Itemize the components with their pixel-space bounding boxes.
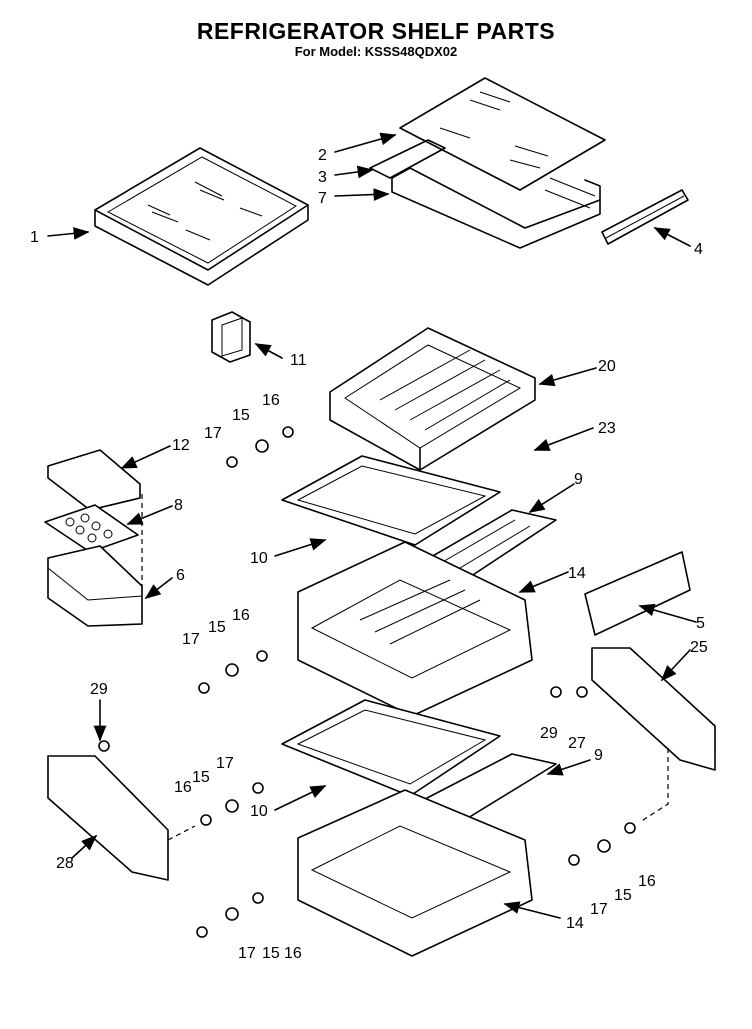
callout-2: 2 (318, 147, 327, 164)
callout-14-upper: 14 (568, 565, 586, 582)
callout-15-e: 15 (262, 945, 280, 962)
hardware-screws (98, 426, 636, 938)
callout-17-c: 17 (216, 755, 234, 772)
callout-15-d: 15 (614, 887, 632, 904)
callout-28: 28 (56, 855, 74, 872)
part-6-dairy-bin (47, 494, 143, 627)
leader-lines (47, 132, 697, 919)
part-1-glass-shelf (94, 147, 309, 286)
part-12-lid (47, 449, 141, 511)
part-14-crisper-lower (297, 789, 533, 957)
part-5-rail (584, 551, 691, 636)
part-14-crisper-upper (297, 541, 533, 717)
callout-16-c: 16 (174, 779, 192, 796)
callout-16-e: 16 (284, 945, 302, 962)
part-25-side-bracket (591, 647, 716, 771)
diagram-title: REFRIGERATOR SHELF PARTS (196, 18, 556, 44)
callout-3: 3 (318, 169, 327, 186)
callout-27: 27 (568, 735, 586, 752)
callout-12: 12 (172, 437, 190, 454)
callout-15-c: 15 (192, 769, 210, 786)
part-10-shelf-lower (281, 699, 501, 797)
callout-17-d: 17 (590, 901, 608, 918)
callout-29-left: 29 (90, 681, 108, 698)
callout-8: 8 (174, 497, 183, 514)
part-20-drawer (329, 327, 536, 471)
part-11-bracket (211, 311, 251, 363)
part-4-rail (601, 189, 689, 245)
callout-17: 17 (204, 425, 222, 442)
callout-14-lower: 14 (566, 915, 584, 932)
callout-labels: 1 2 3 7 4 11 20 16 15 17 23 12 8 9 6 10 … (30, 147, 708, 962)
callout-7: 7 (318, 190, 327, 207)
callout-10-lower: 10 (250, 803, 268, 820)
callout-17-b: 17 (182, 631, 200, 648)
callout-29-right: 29 (540, 725, 558, 742)
callout-6: 6 (176, 567, 185, 584)
callout-9-upper: 9 (574, 471, 583, 488)
callout-20: 20 (598, 358, 616, 375)
callout-25: 25 (690, 639, 708, 656)
part-8-egg-tray (44, 504, 139, 553)
callout-10-upper: 10 (250, 550, 268, 567)
callout-15-b: 15 (208, 619, 226, 636)
part-10-shelf-upper (281, 455, 501, 546)
callout-15: 15 (232, 407, 250, 424)
part-2-glass-panel (399, 77, 606, 191)
callout-9-lower: 9 (594, 747, 603, 764)
callout-11: 11 (290, 352, 307, 369)
callout-16-d: 16 (638, 873, 656, 890)
callout-16-b: 16 (232, 607, 250, 624)
model-subtitle: For Model: KSSS48QDX02 (294, 44, 458, 59)
part-28-side-bracket (47, 755, 196, 881)
callout-23: 23 (598, 420, 616, 437)
callout-16: 16 (262, 392, 280, 409)
callout-1: 1 (30, 229, 39, 246)
callout-4: 4 (694, 241, 703, 258)
callout-17-e: 17 (238, 945, 256, 962)
part-7-shelf-frame (369, 139, 601, 249)
callout-5: 5 (696, 615, 705, 632)
